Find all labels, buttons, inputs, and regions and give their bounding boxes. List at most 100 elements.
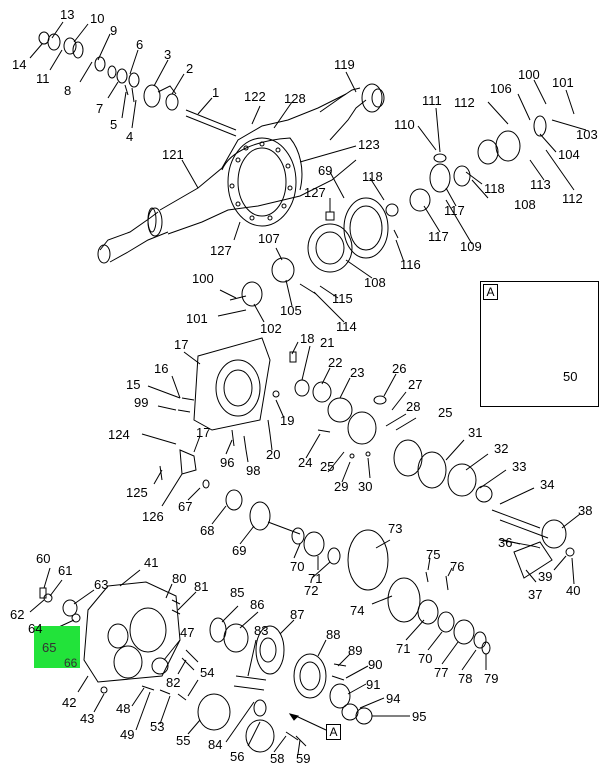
callout: 25: [320, 459, 335, 474]
callout: 20: [266, 447, 281, 462]
cover-group: [40, 582, 372, 752]
callout: 2: [186, 61, 194, 76]
callout: 79: [484, 671, 499, 686]
callout: 73: [388, 521, 403, 536]
callout: 61: [58, 563, 73, 578]
axle-housing: [98, 84, 384, 263]
callout: 48: [116, 701, 131, 716]
callout: 72: [304, 583, 319, 598]
callout: 83: [254, 623, 269, 638]
view-tag: A: [326, 724, 341, 740]
callout: 37: [528, 587, 543, 602]
callout: 16: [154, 361, 169, 376]
callout: 127: [304, 185, 326, 200]
callout: 26: [392, 361, 407, 376]
callout: 90: [368, 657, 383, 672]
callout: 49: [120, 727, 135, 742]
callout: 114: [336, 319, 357, 334]
callout: 112: [454, 95, 475, 110]
callout: 1: [212, 85, 220, 100]
callout: 14: [12, 57, 27, 72]
highlighted-part-65[interactable]: 65 66: [34, 626, 80, 670]
callout: 69: [318, 163, 333, 178]
callout: 8: [64, 83, 72, 98]
callout: 128: [284, 91, 306, 106]
callout: 88: [326, 627, 341, 642]
callout: 41: [144, 555, 159, 570]
callout-65: 65: [42, 640, 57, 655]
callout: 118: [484, 181, 505, 196]
callout: 123: [358, 137, 380, 152]
callout: 29: [334, 479, 349, 494]
callout: 43: [80, 711, 95, 726]
callout: 77: [434, 665, 449, 680]
callout: 86: [250, 597, 265, 612]
callout: 18: [300, 331, 315, 346]
callout: 85: [230, 585, 245, 600]
callout: 69: [232, 543, 247, 558]
callout: 19: [280, 413, 295, 428]
callout: 71: [308, 571, 323, 586]
callout: 24: [298, 455, 313, 470]
callout: 125: [126, 485, 148, 500]
callout: 121: [162, 147, 184, 162]
callout: 54: [200, 665, 215, 680]
callout: 116: [400, 257, 421, 272]
callout: 100: [518, 67, 540, 82]
callout: 126: [142, 509, 164, 524]
callout: 117: [444, 203, 465, 218]
callout: 80: [172, 571, 187, 586]
detail-box-a: A 50: [480, 281, 599, 407]
callout: 76: [450, 559, 465, 574]
callout: 25: [438, 405, 453, 420]
callout: 47: [180, 625, 195, 640]
callout: 58: [270, 751, 285, 766]
callout: 67: [178, 499, 193, 514]
detail-tag: A: [483, 284, 498, 300]
callout: 108: [514, 197, 536, 212]
callout: 68: [200, 523, 215, 538]
callout: 109: [460, 239, 482, 254]
callout: 122: [244, 89, 266, 104]
callout: 95: [412, 709, 427, 724]
callout: 4: [126, 129, 134, 144]
left-hub-hardware: [39, 32, 236, 136]
callout: 23: [350, 365, 365, 380]
callout: 40: [566, 583, 581, 598]
carrier-group: [142, 338, 574, 654]
callout: 110: [394, 117, 415, 132]
callout: 60: [36, 551, 51, 566]
callout: 33: [512, 459, 527, 474]
callout: 118: [362, 169, 383, 184]
callout: 107: [258, 231, 280, 246]
callout: 32: [494, 441, 509, 456]
callout: 11: [36, 71, 50, 86]
callout: 56: [230, 749, 245, 764]
callout: 22: [328, 355, 343, 370]
callout: 117: [428, 229, 449, 244]
callout: 38: [578, 503, 593, 518]
callout-50: 50: [563, 369, 578, 384]
callout: 64: [28, 621, 43, 636]
callout: 6: [136, 37, 144, 52]
callout: 63: [94, 577, 109, 592]
callout: 3: [164, 47, 172, 62]
callout: 10: [90, 11, 105, 26]
callout: 101: [186, 311, 208, 326]
leader-lines: [30, 22, 586, 754]
callout: 89: [348, 643, 363, 658]
callout: 74: [350, 603, 365, 618]
callout: 17: [196, 425, 211, 440]
callout: 78: [458, 671, 473, 686]
callout: 59: [296, 751, 311, 766]
callout: 39: [538, 569, 553, 584]
callout: 99: [134, 395, 149, 410]
callout: 103: [576, 127, 598, 142]
callout: 98: [246, 463, 261, 478]
callout: 113: [530, 177, 551, 192]
callout: 84: [208, 737, 223, 752]
callout: 7: [96, 101, 104, 116]
callout: 62: [10, 607, 25, 622]
callout: 36: [498, 535, 513, 550]
